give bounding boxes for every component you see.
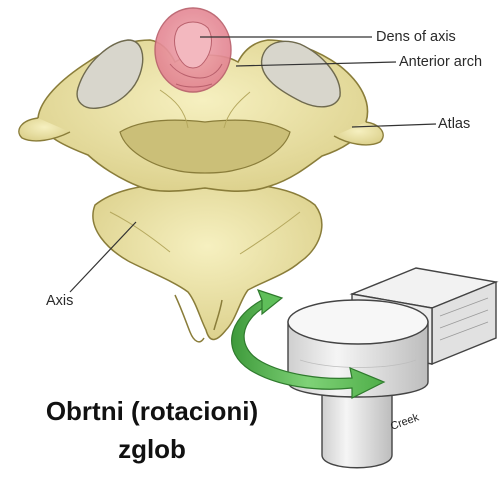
vertebrae-illustration — [19, 8, 383, 342]
label-dens-of-axis: Dens of axis — [376, 29, 456, 45]
pivot-shaft — [322, 388, 392, 468]
caption-line-2: zglob — [118, 434, 186, 464]
pivot-joint-model: Creek — [232, 268, 496, 468]
caption-line-1: Obrtni (rotacioni) — [46, 396, 258, 426]
label-creek: Creek — [389, 411, 421, 432]
axis-vertebra — [93, 184, 322, 339]
label-anterior-arch: Anterior arch — [399, 54, 482, 70]
pivot-cylinder-top — [288, 300, 428, 344]
label-axis: Axis — [46, 293, 73, 309]
label-atlas: Atlas — [438, 116, 470, 132]
caption: Obrtni (rotacioni) zglob — [46, 396, 258, 464]
